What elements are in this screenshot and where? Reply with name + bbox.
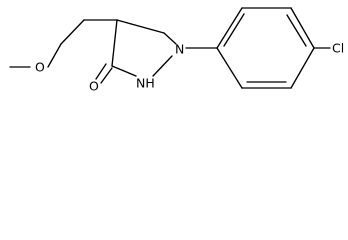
ring-c4-c5-bond xyxy=(116,19,165,34)
aryl-bond-3 xyxy=(290,7,315,49)
aryl-double-bond-1 xyxy=(223,13,245,47)
ring-n2-c3-bond xyxy=(111,65,137,77)
carbonyl-bond-inner xyxy=(100,67,113,84)
chemical-structure-diagram: O N NH O Cl xyxy=(9,7,344,94)
aryl-double-bond-2 xyxy=(286,14,307,47)
aryl-bond-6 xyxy=(216,47,243,89)
nh-label: NH xyxy=(136,76,155,91)
ether-oxygen-label: O xyxy=(35,60,45,75)
ring-c3-c4-bond xyxy=(111,19,118,67)
aryl-bond-1 xyxy=(216,7,243,49)
ring-c5-n1-bond xyxy=(163,32,177,45)
carbonyl-oxygen-label: O xyxy=(89,79,99,94)
ring-n1-n2-bond xyxy=(152,55,173,77)
ch2-ch2-bond xyxy=(60,19,85,45)
o-ch2-bond xyxy=(47,43,62,68)
aryl-bond-4 xyxy=(290,47,315,89)
carbonyl-bond-outer xyxy=(95,63,107,80)
n1-label: N xyxy=(175,42,184,57)
chlorine-label: Cl xyxy=(332,41,344,56)
